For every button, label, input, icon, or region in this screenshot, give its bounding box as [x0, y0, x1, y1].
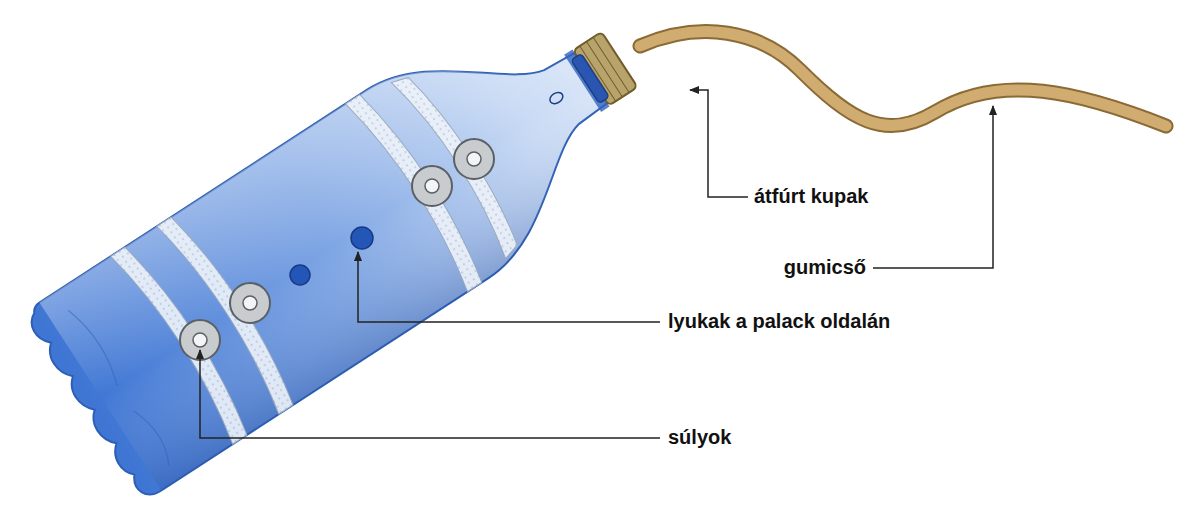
leader-lines — [200, 90, 993, 438]
bottle — [22, 0, 681, 502]
part-label: átfúrt kupak — [752, 185, 870, 207]
weights — [180, 139, 494, 360]
part-label: gumicső — [782, 256, 868, 278]
part-label: lyukak a palack oldalán — [666, 310, 892, 332]
side-holes — [290, 227, 373, 285]
part-label: súlyok — [666, 426, 733, 448]
rubber-hose — [640, 32, 1166, 126]
